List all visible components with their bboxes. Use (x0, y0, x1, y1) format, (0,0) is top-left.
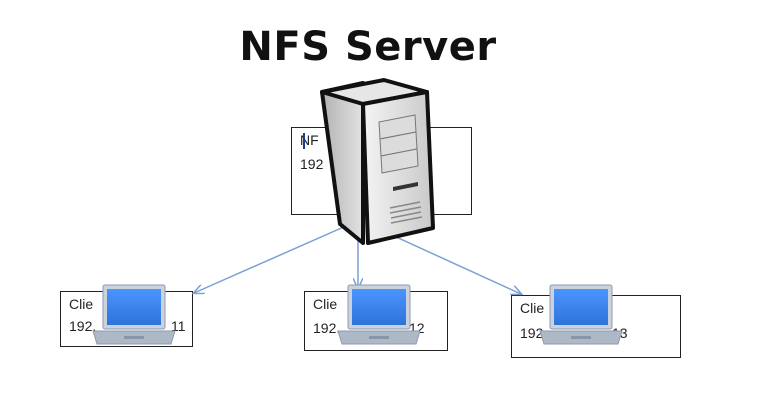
client-1-label-line1: Clie (69, 296, 94, 312)
server-label-line2: 192 (300, 156, 324, 172)
client-2-label-line1: Clie (313, 296, 338, 312)
diagram-title: NFS Server (239, 24, 497, 70)
client-2-label-line2-left: 192. (313, 320, 341, 336)
client-1-label-line2-left: 192. (69, 318, 97, 334)
laptop-icon (92, 284, 176, 345)
client-3-label-line2-left: 192 (520, 325, 544, 341)
laptop-icon (539, 284, 623, 345)
client-1-label-line2-right: 11 (171, 318, 186, 334)
server-tower-icon (320, 78, 435, 245)
arrow-to-client-1 (194, 225, 347, 293)
laptop-icon (337, 284, 421, 345)
client-3-label-line1: Clie (520, 300, 545, 316)
text-cursor (303, 133, 305, 149)
